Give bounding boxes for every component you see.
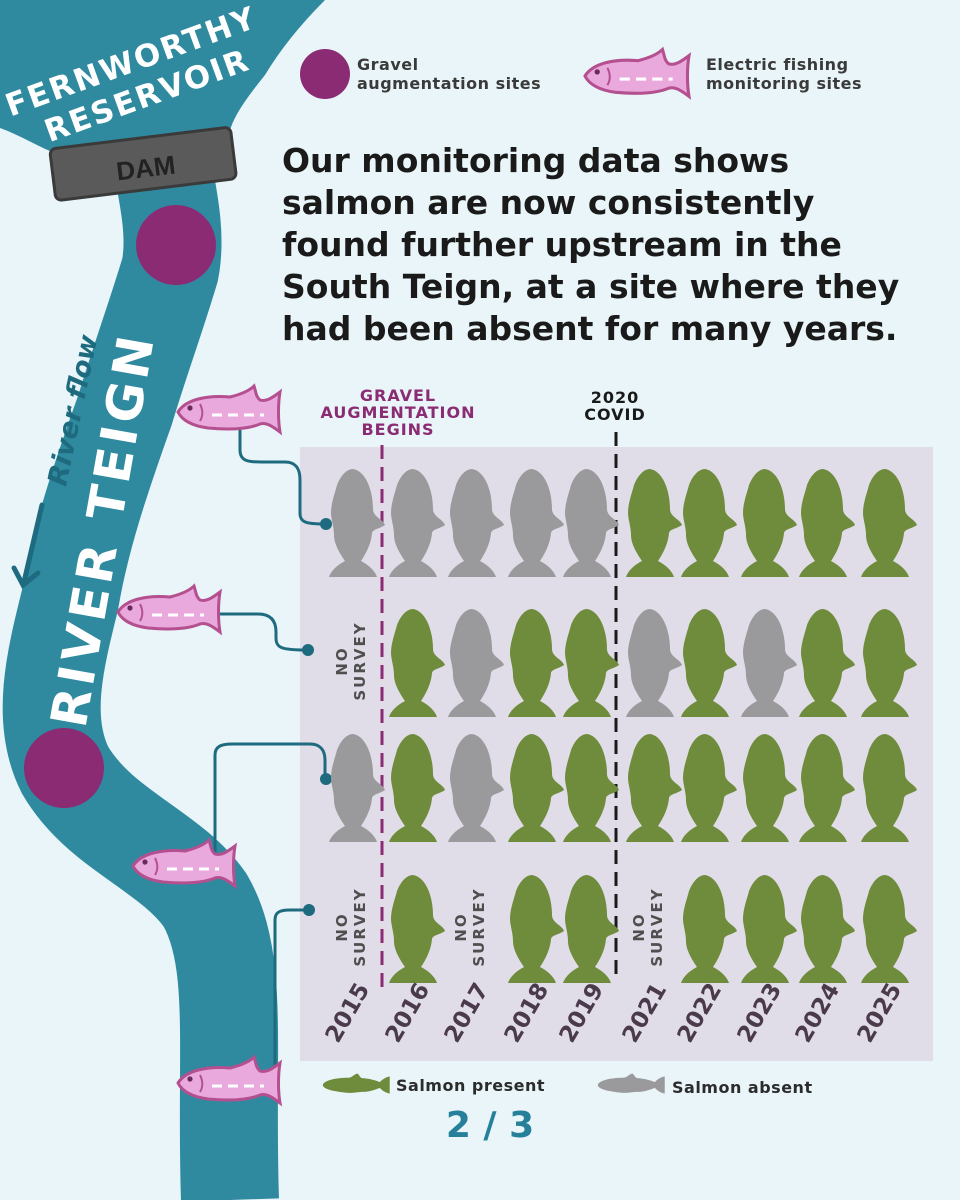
headline: Our monitoring data shows salmon are now…	[282, 141, 900, 348]
monitoring-site-fish	[116, 584, 222, 634]
gravel-marker-label: GRAVEL AUGMENTATION BEGINS	[320, 386, 476, 439]
absent-legend-icon	[597, 1073, 665, 1094]
no-survey-label: NO SURVEY	[630, 887, 666, 967]
reservoir	[0, 0, 325, 155]
site-connectors	[213, 430, 327, 1078]
no-survey-label: NO SURVEY	[452, 887, 488, 967]
monitoring-site-fish	[176, 384, 282, 434]
gravel-legend-label: Gravel augmentation sites	[357, 55, 542, 93]
dam-label: DAM	[115, 150, 177, 187]
page-indicator: 2 / 3	[445, 1105, 535, 1146]
present-legend-icon	[322, 1073, 390, 1094]
fishing-legend-label: Electric fishing monitoring sites	[706, 55, 862, 93]
connector-dots	[302, 518, 332, 916]
gravel-legend-icon	[300, 49, 350, 99]
no-survey-label: NO SURVEY	[333, 621, 369, 701]
dam	[48, 126, 238, 202]
flow-arrow	[11, 502, 45, 589]
fishing-legend-icon	[583, 47, 691, 98]
river-teign	[2, 142, 279, 1200]
no-survey-label: NO SURVEY	[333, 887, 369, 967]
covid-marker-label: 2020 COVID	[584, 388, 646, 424]
gravel-site	[24, 728, 104, 808]
gravel-site	[136, 205, 216, 285]
present-legend-label: Salmon present	[396, 1076, 546, 1095]
absent-legend-label: Salmon absent	[672, 1078, 813, 1097]
